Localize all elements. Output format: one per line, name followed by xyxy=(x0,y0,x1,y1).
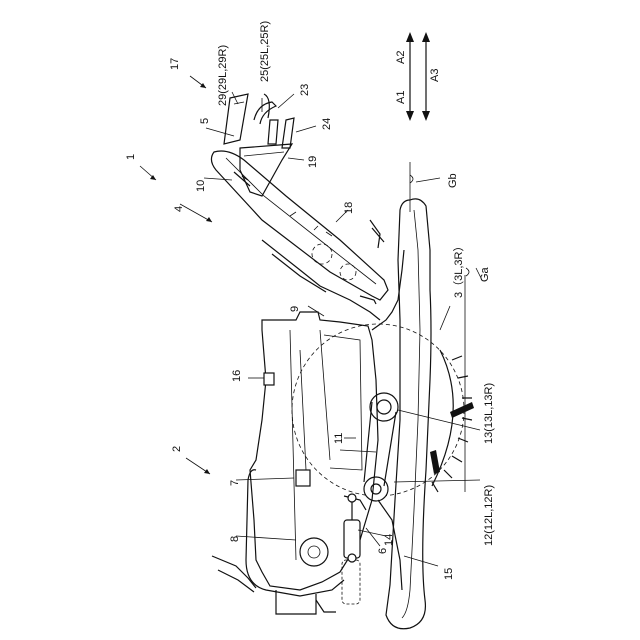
blade-lower xyxy=(430,450,440,474)
control-levers xyxy=(254,94,294,148)
main-body xyxy=(212,312,378,614)
arrow-head-2 xyxy=(204,469,210,474)
label-a1: A1 xyxy=(395,91,407,104)
boom-lower-edge xyxy=(262,240,380,320)
label-17: 17 xyxy=(169,58,181,70)
label-19: 19 xyxy=(307,156,319,168)
label-a3: A3 xyxy=(429,69,441,82)
part-7-box xyxy=(296,470,310,486)
label-16: 16 xyxy=(231,370,243,382)
label-1: 1 xyxy=(125,154,137,160)
label-5: 5 xyxy=(199,118,211,124)
label-11: 11 xyxy=(333,433,345,444)
label-3: 3（3L,3R） xyxy=(452,241,465,298)
sprocket-13 xyxy=(370,393,398,421)
label-gb: Gb xyxy=(447,173,459,188)
ga-tick xyxy=(466,268,469,276)
part-16-box xyxy=(264,373,274,385)
label-a2: A2 xyxy=(395,51,407,64)
label-13: 13(13L,13R) xyxy=(483,383,495,444)
label-23: 23 xyxy=(299,84,311,96)
gb-tick xyxy=(410,175,413,183)
label-8: 8 xyxy=(229,536,241,542)
label-9: 9 xyxy=(289,306,301,312)
boom-arm xyxy=(211,151,388,320)
label-12: 12(12L,12R) xyxy=(483,485,495,546)
label-15: 15 xyxy=(443,568,455,580)
label-2: 2 xyxy=(171,446,183,452)
link-rod xyxy=(342,494,366,604)
hopper xyxy=(240,144,292,196)
damper-cylinder xyxy=(344,520,360,558)
label-6: 6 xyxy=(377,548,389,554)
direction-arrows xyxy=(406,32,430,121)
label-ga: Ga xyxy=(479,266,491,282)
label-4: 4 xyxy=(173,206,185,212)
label-24: 24 xyxy=(321,118,333,130)
label-29: 29(29L,29R) xyxy=(217,45,229,106)
label-10: 10 xyxy=(195,180,207,192)
label-7: 7 xyxy=(229,480,241,486)
label-25: 25(25L,25R) xyxy=(259,21,271,82)
label-14: 14 xyxy=(383,534,395,546)
label-18: 18 xyxy=(343,202,355,214)
